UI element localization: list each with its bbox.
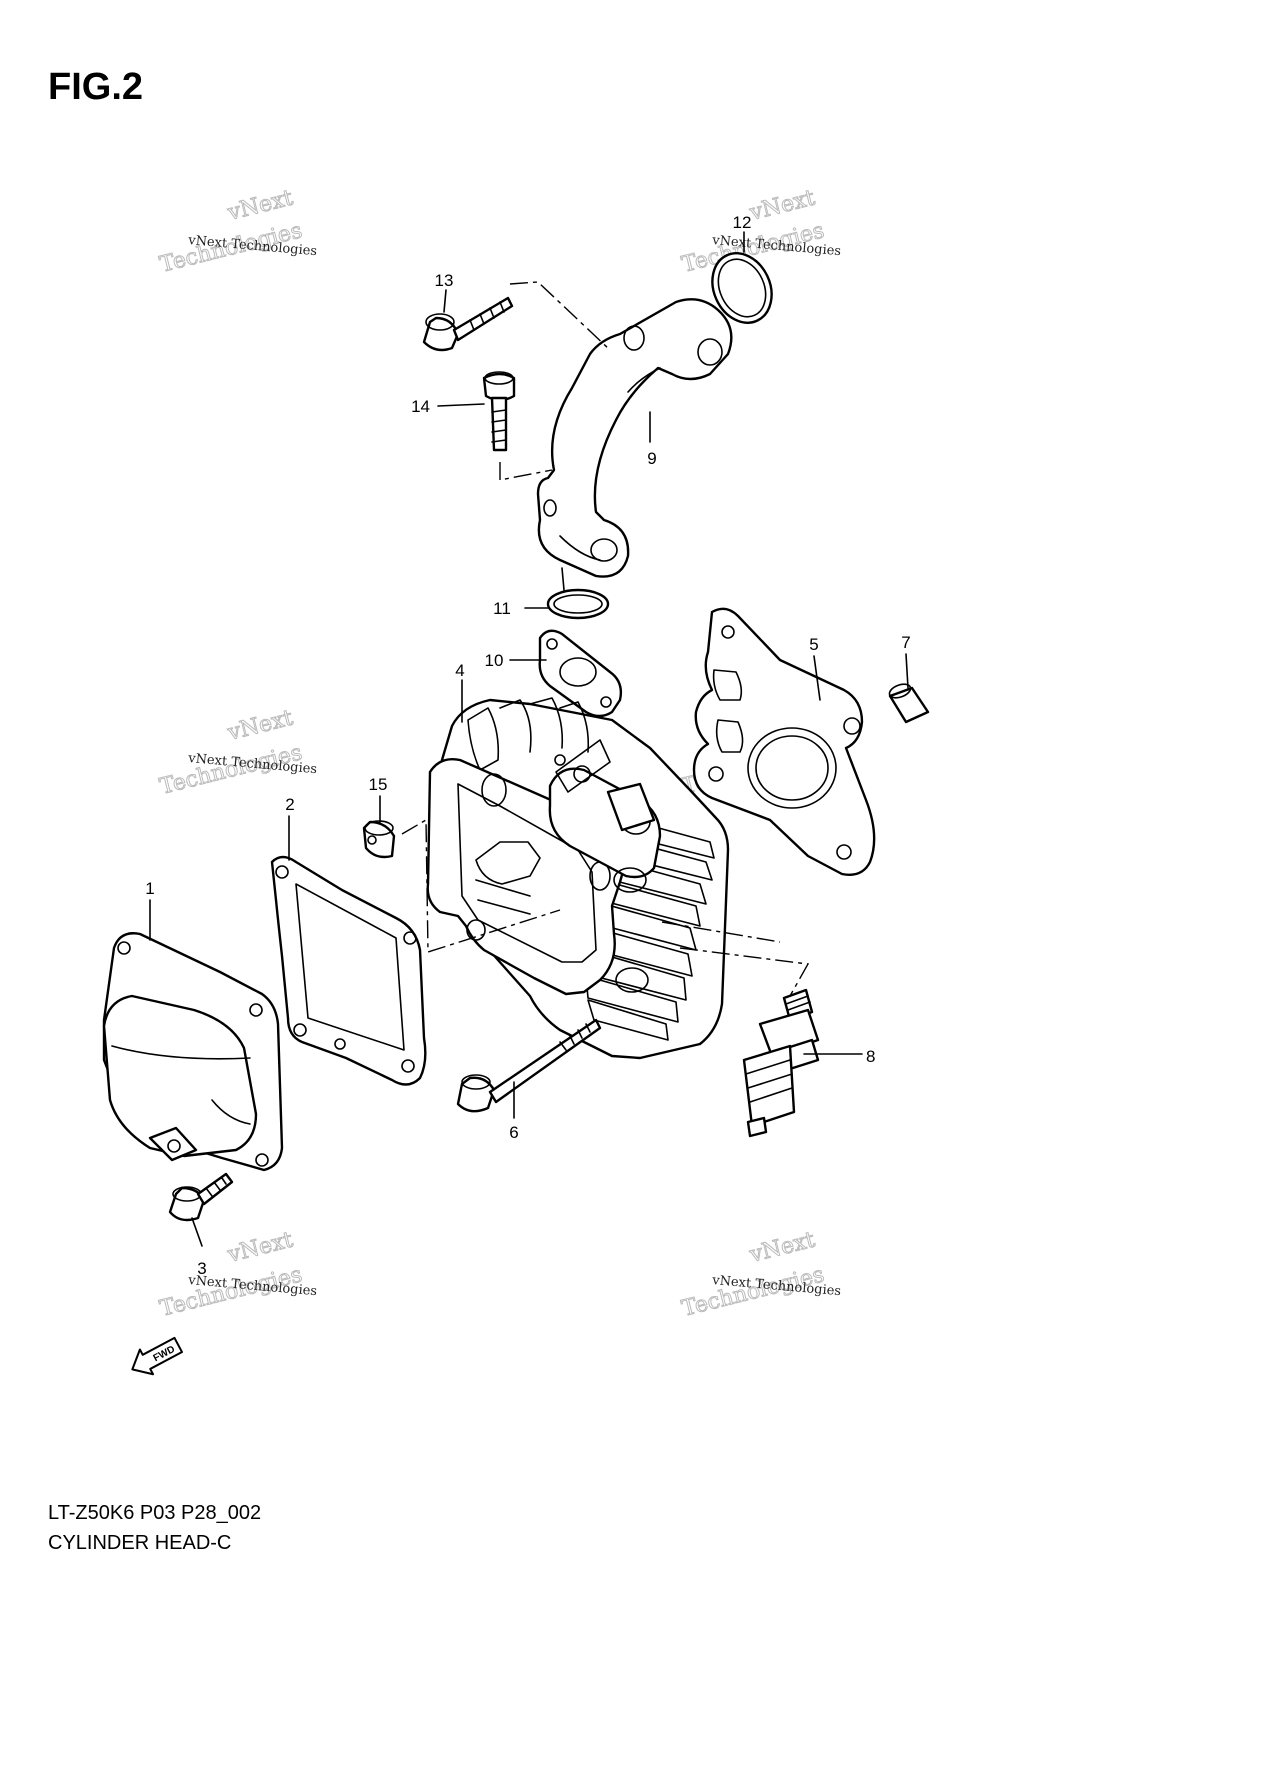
callout-8: 8 [866,1047,875,1066]
callout-15: 15 [369,775,388,794]
figure-title: FIG.2 [48,66,144,108]
part-6-long-bolt [456,1018,602,1113]
watermark-bottom-right: vNext Technologies vNext Technologies [679,1227,842,1322]
callout-2: 2 [285,795,294,814]
model-code: LT-Z50K6 P03 P28_002 [48,1502,262,1524]
callout-4: 4 [455,661,464,680]
callout-13: 13 [435,271,454,290]
part-10-gasket [538,629,623,718]
part-14-bolt [482,371,516,452]
part-8-spark-plug [742,988,820,1138]
callout-1: 1 [145,879,154,898]
watermark-big-text: vNext [224,706,295,746]
leader-line [509,281,611,351]
watermark-big-text: vNext [746,1228,817,1268]
watermark-big-text: vNext [746,186,817,226]
callout-12: 12 [733,213,752,232]
watermark-bottom-left: vNext Technologies vNext Technologies [157,1227,318,1322]
watermark-mid-left: vNext Technologies vNext Technologies [157,705,318,800]
leader-line [661,921,781,943]
leader-line [499,462,553,481]
part-1-head-cover [102,932,284,1172]
leader-line [401,818,561,953]
callout-11: 11 [493,599,511,618]
leader-line [561,567,565,591]
part-13-bolt [422,296,514,352]
callout-leaders [149,231,909,1247]
part-15-nut [362,820,396,859]
part-11-o-ring [546,588,610,620]
callout-5: 5 [809,635,818,654]
part-4-cylinder-head [426,697,730,1060]
fwd-arrow-icon: FWD [131,1336,184,1376]
leader-line [679,947,810,997]
part-12-o-ring [711,252,773,324]
watermark-top-left: vNext Technologies vNext Technologies [157,185,318,278]
part-2-gasket [270,855,427,1086]
part-9-intake-pipe [536,298,733,578]
callout-14: 14 [411,397,430,416]
part-3-bolt [168,1172,234,1222]
watermark-big-text: vNext [224,1228,295,1268]
part-7-dowel-pin [888,683,930,724]
diagram-name: CYLINDER HEAD-C [48,1532,232,1554]
watermark-big-text: vNext [224,186,295,226]
callout-6: 6 [509,1123,518,1142]
part-5-head-gasket [692,607,876,876]
callout-7: 7 [901,633,910,652]
callout-9: 9 [647,449,656,468]
callout-10: 10 [485,651,504,670]
callout-3: 3 [197,1259,206,1278]
